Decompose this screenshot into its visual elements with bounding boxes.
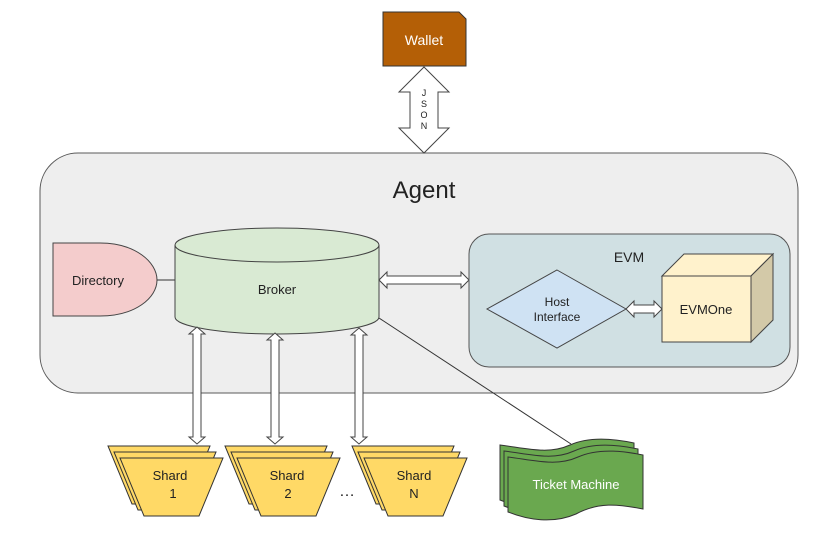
directory-node bbox=[52, 242, 158, 317]
shard-arrow-2 bbox=[265, 332, 285, 445]
broker-top bbox=[174, 227, 380, 263]
json-letter: S bbox=[421, 99, 427, 109]
shard-2: Shard 2 bbox=[224, 445, 341, 517]
shard-1: Shard 1 bbox=[107, 445, 224, 517]
broker-ticket-link bbox=[378, 317, 572, 445]
ticket-machine-label: Ticket Machine bbox=[533, 477, 620, 492]
broker-node bbox=[174, 245, 380, 335]
directory-label: Directory bbox=[72, 273, 125, 288]
shard-2-label-line2: 2 bbox=[284, 486, 291, 501]
shard-n: Shard N bbox=[351, 445, 468, 517]
shard-1-label-line2: 1 bbox=[169, 486, 176, 501]
json-label: J S O N bbox=[420, 88, 427, 131]
shard-arrows bbox=[187, 326, 369, 445]
json-arrow bbox=[397, 66, 451, 154]
evmone-label: EVMOne bbox=[680, 302, 733, 317]
shard-n-label-line1: Shard bbox=[397, 468, 432, 483]
shard-n-label-line2: N bbox=[409, 486, 418, 501]
shard-1-label-line1: Shard bbox=[153, 468, 188, 483]
wallet-label: Wallet bbox=[405, 32, 443, 48]
broker-label: Broker bbox=[258, 282, 297, 297]
shard-arrow-1 bbox=[187, 326, 207, 445]
host-interface-label-line2: Interface bbox=[534, 310, 581, 324]
host-interface-label-line1: Host bbox=[545, 295, 570, 309]
wallet-node bbox=[382, 11, 467, 67]
ticket-machine-node: Ticket Machine bbox=[499, 438, 644, 521]
json-letter: N bbox=[421, 121, 428, 131]
json-letter: O bbox=[420, 110, 427, 120]
host-interface-node bbox=[485, 269, 628, 349]
shard-arrow-n bbox=[349, 327, 369, 445]
evm-title: EVM bbox=[614, 249, 644, 265]
agent-title: Agent bbox=[393, 177, 456, 204]
shard-2-label-line1: Shard bbox=[270, 468, 305, 483]
json-letter: J bbox=[422, 88, 427, 98]
shards-ellipsis: … bbox=[339, 483, 355, 500]
evmone-node bbox=[661, 275, 752, 343]
